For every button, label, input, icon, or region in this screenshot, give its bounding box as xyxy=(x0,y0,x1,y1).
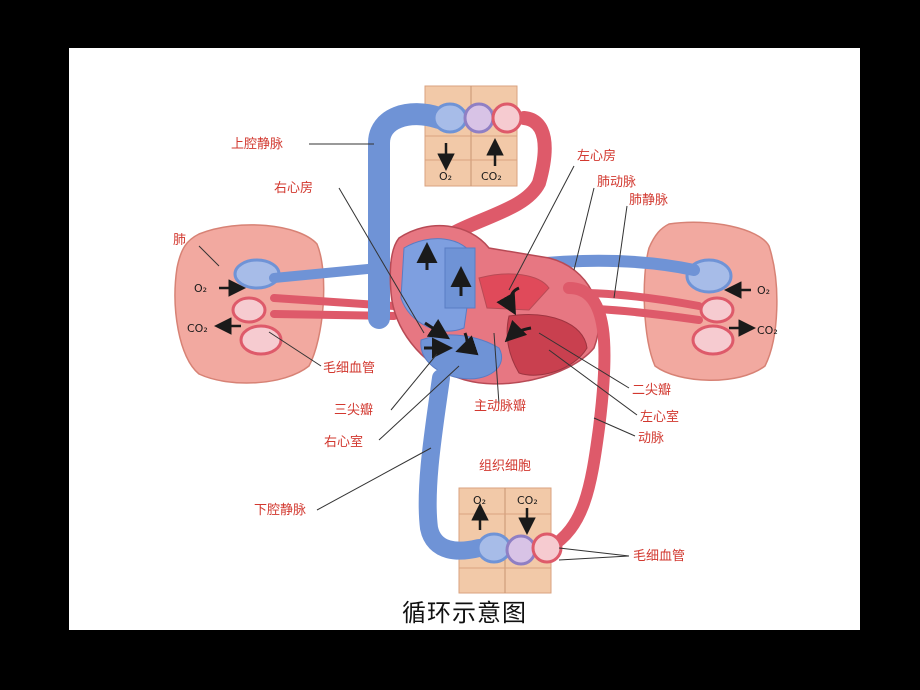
gas-arrows xyxy=(214,138,756,535)
label-mitral-valve: 二尖瓣 xyxy=(632,383,671,398)
gas-left-o2: O₂ xyxy=(194,282,207,295)
label-right-ventricle: 右心室 xyxy=(324,434,363,450)
circulation-diagram: O₂ CO₂ O₂ CO₂ O₂ CO₂ O₂ CO₂ 上腔静脉 右心房 肺 毛… xyxy=(173,85,778,594)
upper-capillary-bed xyxy=(432,102,523,134)
label-left-ventricle: 左心室 xyxy=(640,409,679,425)
label-pulmonary-vein: 肺静脉 xyxy=(629,193,668,208)
label-left-atrium: 左心房 xyxy=(577,148,616,164)
gas-top-o2: O₂ xyxy=(439,170,452,183)
inferior-vena-cava xyxy=(418,369,488,560)
gas-right-o2: O₂ xyxy=(757,284,770,297)
flow-arrows xyxy=(416,242,532,359)
descending-aorta xyxy=(543,282,611,554)
label-lung-capillaries: 毛细血管 xyxy=(323,361,375,376)
gas-bottom-o2: O₂ xyxy=(473,494,486,507)
label-tissue-cells: 组织细胞 xyxy=(479,459,531,474)
superior-vena-cava xyxy=(368,103,450,329)
label-tricuspid-valve: 三尖瓣 xyxy=(334,403,373,418)
leader-lines xyxy=(198,143,638,561)
gas-left-co2: CO₂ xyxy=(187,322,208,335)
left-lung-capillaries xyxy=(231,258,283,356)
label-body-capillaries: 毛细血管 xyxy=(633,549,685,564)
label-pulmonary-artery: 肺动脉 xyxy=(597,175,636,190)
gas-right-co2: CO₂ xyxy=(757,324,778,337)
label-lung: 肺 xyxy=(173,233,186,248)
label-superior-vena-cava: 上腔静脉 xyxy=(231,137,283,152)
label-artery: 动脉 xyxy=(638,431,664,446)
label-right-atrium: 右心房 xyxy=(274,180,313,196)
diagram-caption: 循环示意图 xyxy=(402,599,527,627)
slide: O₂ CO₂ O₂ CO₂ O₂ CO₂ O₂ CO₂ 上腔静脉 右心房 肺 毛… xyxy=(69,48,860,630)
heart xyxy=(389,225,600,385)
lower-capillary-bed xyxy=(476,532,563,566)
gas-top-co2: CO₂ xyxy=(481,170,502,183)
label-aortic-valve: 主动脉瓣 xyxy=(474,399,526,414)
label-inferior-vena-cava: 下腔静脉 xyxy=(254,503,306,518)
gas-bottom-co2: CO₂ xyxy=(517,494,538,507)
